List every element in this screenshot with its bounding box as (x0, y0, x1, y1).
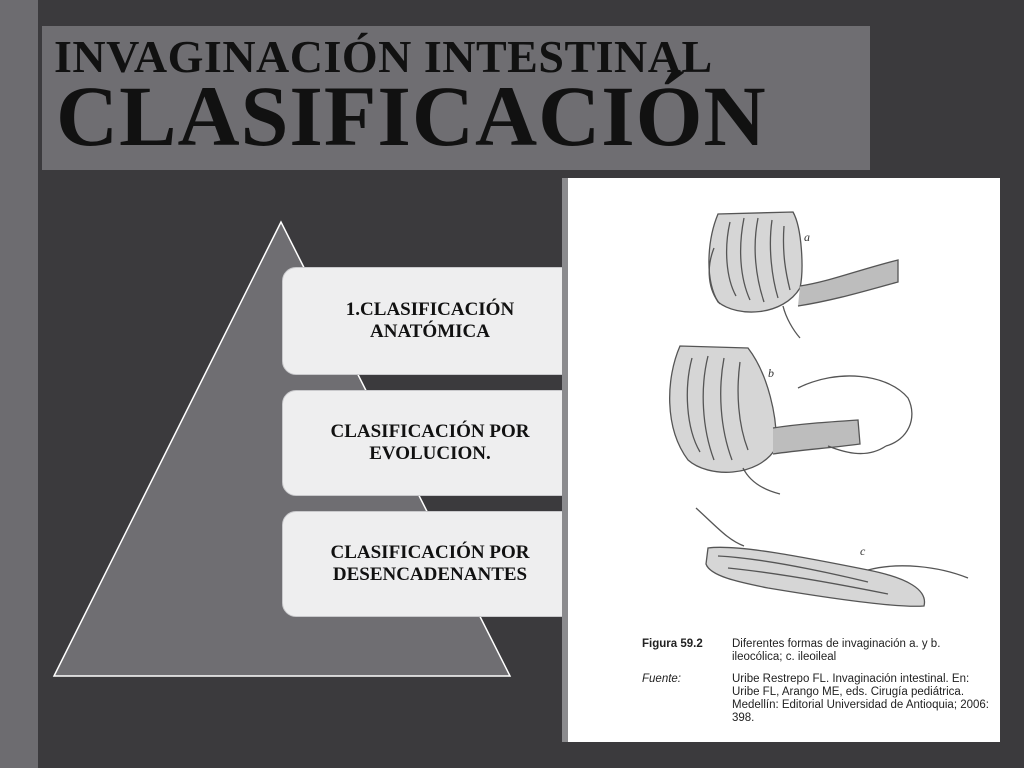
pyramid-level-3: CLASIFICACIÓN POR DESENCADENANTES (282, 511, 578, 617)
panel-label-c: c (860, 544, 866, 558)
slide-subtitle: CLASIFICACIÓN (56, 68, 767, 164)
panel-label-b: b (768, 366, 774, 380)
panel-b-drawing (669, 345, 913, 495)
pyramid-level-3-label: CLASIFICACIÓN POR DESENCADENANTES (330, 542, 530, 585)
pyramid-level-2: CLASIFICACIÓN POR EVOLUCION. (282, 390, 578, 496)
title-banner (42, 26, 870, 170)
intussusception-illustration (669, 211, 969, 607)
source-text: Uribe Restrepo FL. Invaginación intestin… (732, 673, 989, 724)
source-key: Fuente: (642, 673, 681, 685)
figure-shadow (562, 178, 570, 742)
figure-caption-text: Diferentes formas de invaginación a. y b… (732, 638, 941, 663)
intussusception-figure: a b c Figura 59.2 Diferentes formas de i… (568, 178, 1000, 742)
figure-caption-key: Figura 59.2 (642, 638, 703, 650)
panel-label-a: a (804, 230, 810, 244)
pyramid-level-2-label: CLASIFICACIÓN POR EVOLUCION. (330, 421, 530, 464)
pyramid-level-1-label: 1.CLASIFICACIÓN ANATÓMICA (345, 299, 515, 342)
slide-title: INVAGINACIÓN INTESTINAL (54, 31, 713, 82)
left-accent-band (0, 0, 38, 768)
panel-a-drawing (708, 211, 899, 339)
pyramid-level-1: 1.CLASIFICACIÓN ANATÓMICA (282, 267, 578, 375)
figure-caption: Figura 59.2 Diferentes formas de invagin… (642, 638, 990, 725)
panel-c-drawing (695, 507, 969, 607)
